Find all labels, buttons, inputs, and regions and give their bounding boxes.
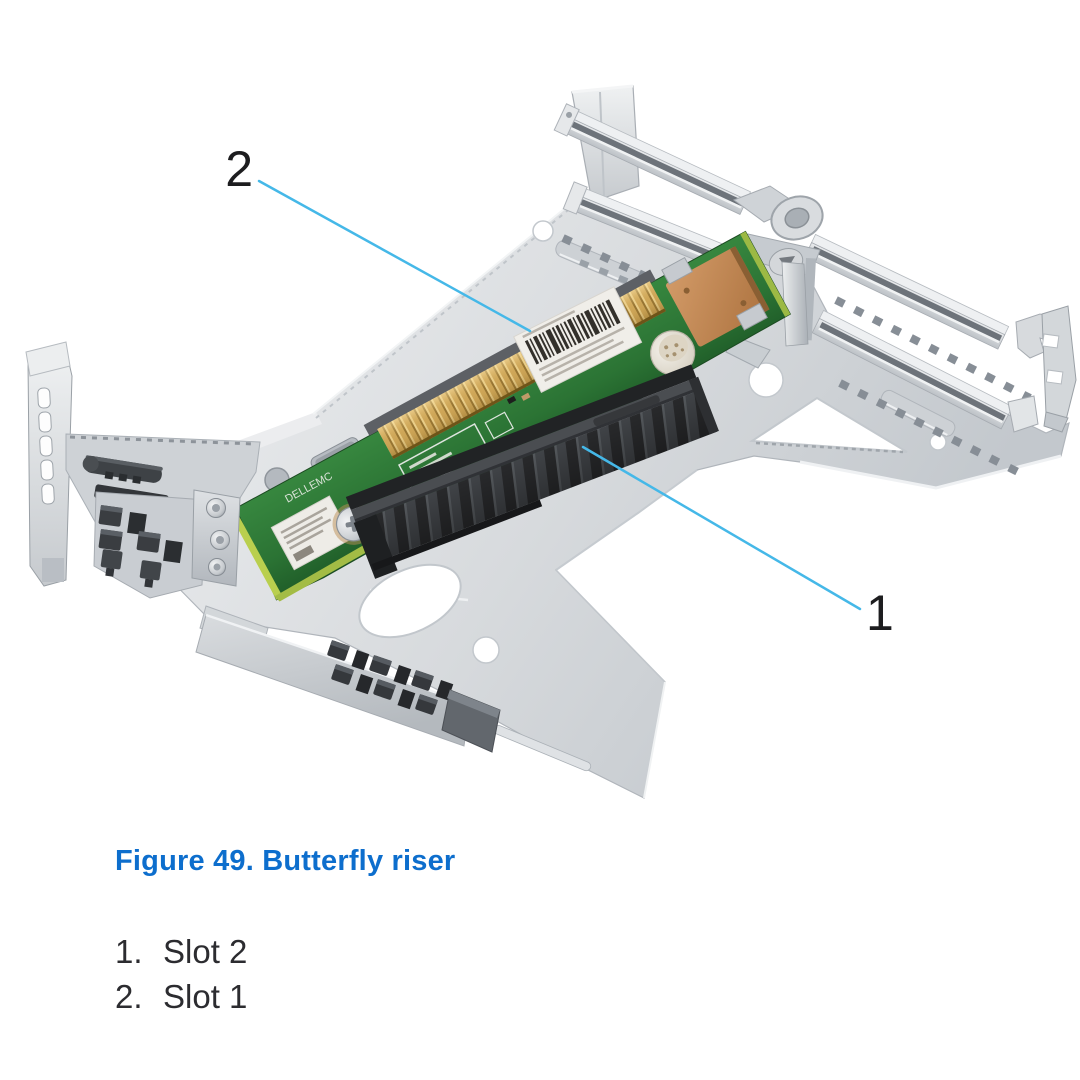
legend-item-number: 2. [115,978,143,1015]
copper-pad [661,246,770,347]
strip-end-block [441,689,501,753]
retention-latch [725,185,824,369]
tray-hole [472,636,500,664]
butterfly-riser-figure: DELLEMC [25,84,1077,799]
card-guide-rail-front-right [811,309,1014,430]
emi-clip [736,302,768,331]
legend-item-label: Slot 1 [163,978,248,1015]
callout-2: 2 [225,141,532,333]
right-hook-bracket [1007,305,1077,433]
rubber-grommets [327,640,454,715]
emi-clip [661,256,693,285]
callout-2-leader [257,179,532,333]
tray-hole [748,362,784,398]
callout-1-label: 1 [866,585,894,641]
tray-hole [532,220,554,242]
legend-item-number: 1. [115,933,143,970]
callout-2-label: 2 [225,141,253,197]
tray-oval-cutout [358,563,462,639]
figure-legend: 1. Slot 2 2. Slot 1 [115,929,247,1019]
figure-caption: Figure 49. Butterfly riser [115,845,456,877]
barcode-label [513,286,643,393]
vent-serrations [561,234,1032,479]
legend-item-2: 2. Slot 1 [115,974,247,1019]
callout-1: 1 [581,445,894,641]
pcie-slot-connector [345,364,719,579]
card-guide-rail-back-left [553,103,752,215]
left-pcie-bracket [25,341,73,587]
info-label [270,495,353,571]
bracket-clips [82,455,207,599]
callout-1-leader [581,445,862,611]
pcb-edge-rim [228,508,283,600]
card-guide-rail-front-left [562,181,740,275]
legend-item-label: Slot 2 [163,933,248,970]
legend-item-1: 1. Slot 2 [115,929,247,974]
card-guide-rail-back-right [804,233,1010,350]
grommet-strip [195,613,501,753]
capacitor [650,330,696,376]
